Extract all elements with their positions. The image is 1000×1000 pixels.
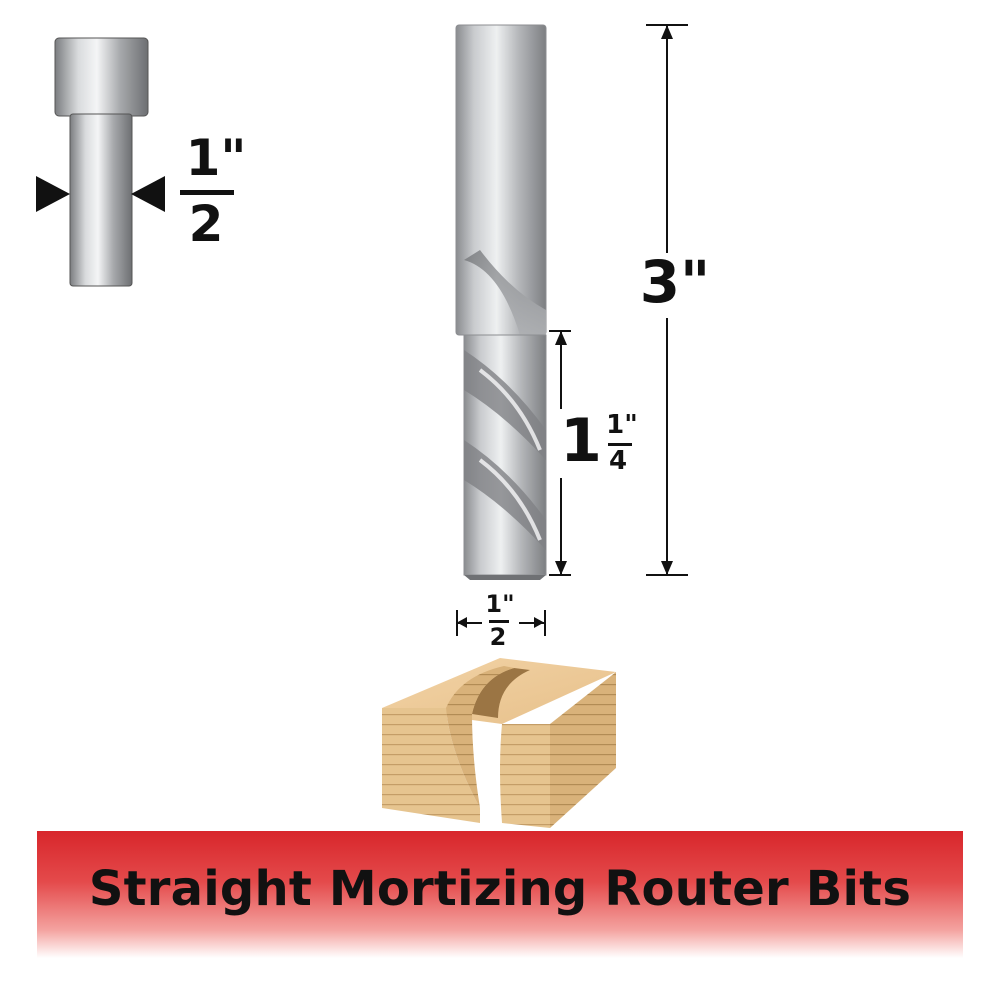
arrow-head-icon [661, 25, 673, 39]
arrow-head-icon [555, 331, 567, 345]
cutting-length-numerator: 1" [606, 410, 638, 440]
overall-length-line-upper [666, 25, 668, 253]
cutting-diameter-line-left [457, 622, 482, 624]
cutting-diameter-fraction-bar [489, 620, 509, 623]
banner-title: Straight Mortizing Router Bits [88, 861, 912, 917]
cutting-diameter-numerator: 1" [485, 590, 515, 618]
cutting-diameter-denominator: 2 [489, 623, 507, 651]
cutting-length-line-upper [560, 331, 562, 409]
cutting-length-line-lower [560, 478, 562, 574]
arrow-head-icon [534, 617, 544, 628]
router-bit-icon [455, 24, 547, 580]
cutting-length-whole: 1 [560, 406, 602, 476]
cutting-length-bottom-tick [549, 574, 571, 576]
overall-length-line-lower [666, 318, 668, 574]
cutting-diameter-left-tick [456, 610, 458, 636]
cutting-length-fraction-bar [608, 443, 632, 446]
arrow-head-icon [457, 617, 467, 628]
title-banner: Straight Mortizing Router Bits [37, 831, 963, 958]
cutting-diameter-right-tick [544, 610, 546, 636]
shank-diagram-icon [54, 37, 149, 287]
arrow-head-icon [36, 176, 70, 212]
cutting-length-denominator: 4 [608, 446, 628, 476]
arrow-head-icon [661, 561, 673, 575]
shank-diameter-fraction-bar [180, 190, 234, 195]
shank-diameter-denominator: 2 [188, 195, 224, 253]
overall-length-top-tick [646, 24, 688, 26]
overall-length-label: 3" [639, 248, 711, 316]
cutting-diameter-line-right [519, 622, 544, 624]
wood-mortise-icon [382, 658, 616, 828]
cutting-length-top-tick [549, 330, 571, 332]
arrow-head-icon [131, 176, 165, 212]
overall-length-bottom-tick [646, 574, 688, 576]
shank-diameter-numerator: 1" [185, 129, 247, 187]
arrow-head-icon [555, 561, 567, 575]
